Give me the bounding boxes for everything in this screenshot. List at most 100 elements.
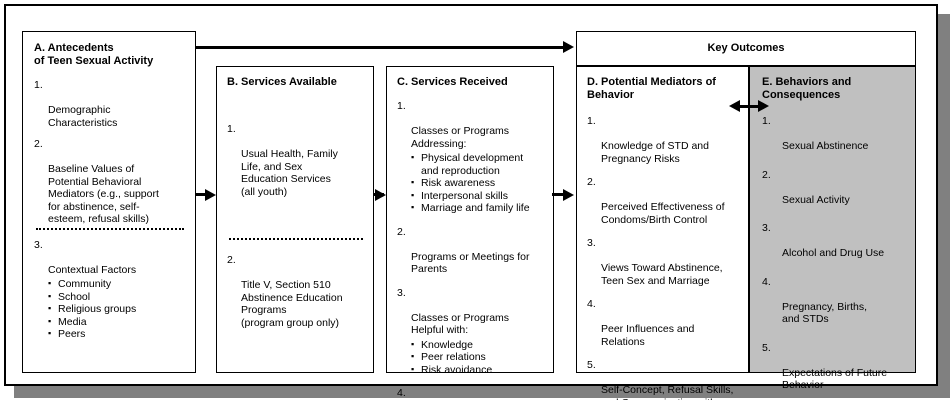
box-a-title: A. Antecedents of Teen Sexual Activity: [34, 42, 154, 67]
box-e-title: E. Behaviors and Consequences: [762, 76, 852, 101]
list-item-number: 3.: [397, 286, 406, 299]
bullet-item: Marriage and family life: [411, 201, 545, 215]
list-item: 3. Views Toward Abstinence, Teen Sex and…: [587, 237, 742, 287]
box-b-title: B. Services Available: [227, 76, 337, 88]
arrow-a-to-key-outcomes: [196, 46, 563, 49]
box-e-behaviors-consequences[interactable]: E. Behaviors and Consequences 1. Sexual …: [749, 66, 916, 391]
list-item-text: Peer Influences and Relations: [601, 323, 695, 348]
list-item-number: 5.: [587, 359, 596, 371]
bullet-item: Peers: [48, 327, 186, 341]
list-item: 1. Knowledge of STD and Pregnancy Risks: [587, 115, 742, 165]
list-item: 2. Programs or Meetings for Parents: [397, 226, 545, 276]
arrow-c-to-d-head: [563, 189, 574, 201]
bullet-item: Religious groups: [48, 302, 186, 316]
list-item: 2. Baseline Values of Potential Behavior…: [34, 138, 186, 226]
list-item-number: 3.: [34, 238, 43, 251]
list-item-number: 1.: [397, 100, 406, 112]
list-item-text: Knowledge of STD and Pregnancy Risks: [601, 140, 709, 165]
list-item-text: Sexual Abstinence: [782, 140, 869, 152]
box-d-list: 1. Knowledge of STD and Pregnancy Risks …: [587, 115, 742, 400]
list-item-number: 3.: [762, 222, 771, 234]
box-a-dotted-separator: [36, 227, 184, 230]
list-item-text: Expectations of Future Behavior: [782, 366, 888, 392]
list-item-number: 1.: [227, 123, 236, 135]
list-item: 1. Demographic Characteristics: [34, 79, 186, 129]
list-item-number: 2.: [227, 254, 236, 266]
list-item-number: 4.: [587, 298, 596, 310]
bullet-item: Peer relations: [411, 350, 545, 364]
list-item-number: 4.: [397, 387, 406, 399]
box-c-list-3: 4. Pledging Abstinence: [397, 387, 545, 400]
box-d-potential-mediators[interactable]: D. Potential Mediators of Behavior 1. Kn…: [576, 66, 749, 400]
box-c-list: 1. Classes or Programs Addressing:: [397, 100, 545, 150]
key-outcomes-header[interactable]: Key Outcomes: [576, 31, 916, 66]
list-item-number: 5.: [762, 341, 771, 354]
list-item-text: Contextual Factors: [48, 263, 137, 276]
list-item-text: Perceived Effectiveness of Condoms/Birth…: [601, 201, 725, 226]
list-item-text: Baseline Values of Potential Behavioral …: [48, 163, 159, 225]
bullet-item: Physical development and reproduction: [411, 151, 545, 177]
list-item: 4. Peer Influences and Relations: [587, 298, 742, 348]
list-item: 2. Perceived Effectiveness of Condoms/Bi…: [587, 176, 742, 226]
list-item: 2. Sexual Activity: [762, 169, 909, 207]
list-item: 1. Usual Health, Family Life, and Sex Ed…: [227, 123, 365, 198]
list-item-text: Demographic Characteristics: [48, 104, 118, 129]
list-item: 5. Expectations of Future Behavior: [762, 342, 909, 392]
box-d-title: D. Potential Mediators of Behavior: [587, 76, 716, 101]
list-item-text: Pregnancy, Births, and STDs: [782, 300, 868, 326]
bullet-item: Risk avoidance: [411, 363, 545, 377]
list-item: 4. Pregnancy, Births, and STDs: [762, 276, 909, 326]
box-b-dotted-separator: [229, 238, 363, 240]
box-a-list-2: 3. Contextual Factors: [34, 239, 186, 277]
list-item: 3. Alcohol and Drug Use: [762, 222, 909, 260]
arrow-d-to-e-head-right: [758, 100, 769, 112]
arrow-b-to-c-head: [375, 189, 386, 201]
list-item-number: 4.: [762, 275, 771, 288]
list-item-number: 2.: [34, 138, 43, 150]
arrow-a-to-key-outcomes-head: [563, 41, 574, 53]
bullet-item: Community: [48, 277, 186, 291]
list-item-text: Alcohol and Drug Use: [782, 247, 885, 259]
arrow-d-to-e-head-left: [729, 100, 740, 112]
box-a-antecedents[interactable]: A. Antecedents of Teen Sexual Activity 1…: [22, 31, 196, 373]
list-item-number: 2.: [587, 176, 596, 188]
box-b-list-2: 2. Title V, Section 510 Abstinence Educa…: [227, 254, 365, 329]
key-outcomes-label: Key Outcomes: [707, 42, 785, 54]
list-item: 2. Title V, Section 510 Abstinence Educa…: [227, 254, 365, 329]
box-a-bullets: Community School Religious groups Media …: [34, 277, 186, 341]
list-item-text: Classes or Programs Helpful with:: [411, 311, 510, 337]
list-item: 3. Classes or Programs Helpful with:: [397, 287, 545, 337]
list-item-text: Sexual Activity: [782, 193, 850, 206]
box-c-services-received[interactable]: C. Services Received 1. Classes or Progr…: [386, 66, 554, 399]
list-item: 1. Classes or Programs Addressing:: [397, 100, 545, 150]
box-e-list: 1. Sexual Abstinence 2. Sexual Activity …: [762, 115, 909, 392]
arrow-a-to-b-head: [205, 189, 216, 201]
list-item-text: Title V, Section 510 Abstinence Educatio…: [241, 279, 343, 329]
list-item-number: 2.: [397, 225, 406, 238]
list-item-number: 2.: [762, 168, 771, 181]
box-c-title: C. Services Received: [397, 76, 508, 88]
box-c-bullets-1: Physical development and reproduction Ri…: [397, 151, 545, 215]
arrow-d-to-e: [737, 105, 763, 108]
box-c-list-2: 2. Programs or Meetings for Parents 3. C…: [397, 226, 545, 337]
list-item: 4. Pledging Abstinence: [397, 387, 545, 400]
box-a-list: 1. Demographic Characteristics 2. Baseli…: [34, 79, 186, 226]
list-item: 3. Contextual Factors: [34, 239, 186, 277]
list-item-text: Self-Concept, Refusal Skills, and Commun…: [601, 384, 734, 400]
bullet-item: Risk awareness: [411, 176, 545, 190]
list-item-text: Programs or Meetings for Parents: [411, 250, 530, 276]
bullet-item: Knowledge: [411, 338, 545, 352]
box-b-services-available[interactable]: B. Services Available 1. Usual Health, F…: [216, 66, 374, 373]
list-item-text: Usual Health, Family Life, and Sex Educa…: [241, 148, 338, 198]
list-item-number: 3.: [587, 237, 596, 249]
list-item-text: Views Toward Abstinence, Teen Sex and Ma…: [601, 262, 723, 287]
list-item-number: 1.: [762, 115, 771, 127]
arrow-a-to-b: [196, 193, 206, 196]
list-item-text: Classes or Programs Addressing:: [411, 125, 510, 150]
bullet-item: Media: [48, 315, 186, 329]
bullet-item: School: [48, 290, 186, 304]
list-item-number: 1.: [34, 79, 43, 91]
bullet-item: Interpersonal skills: [411, 189, 545, 203]
list-item: 1. Sexual Abstinence: [762, 115, 909, 153]
